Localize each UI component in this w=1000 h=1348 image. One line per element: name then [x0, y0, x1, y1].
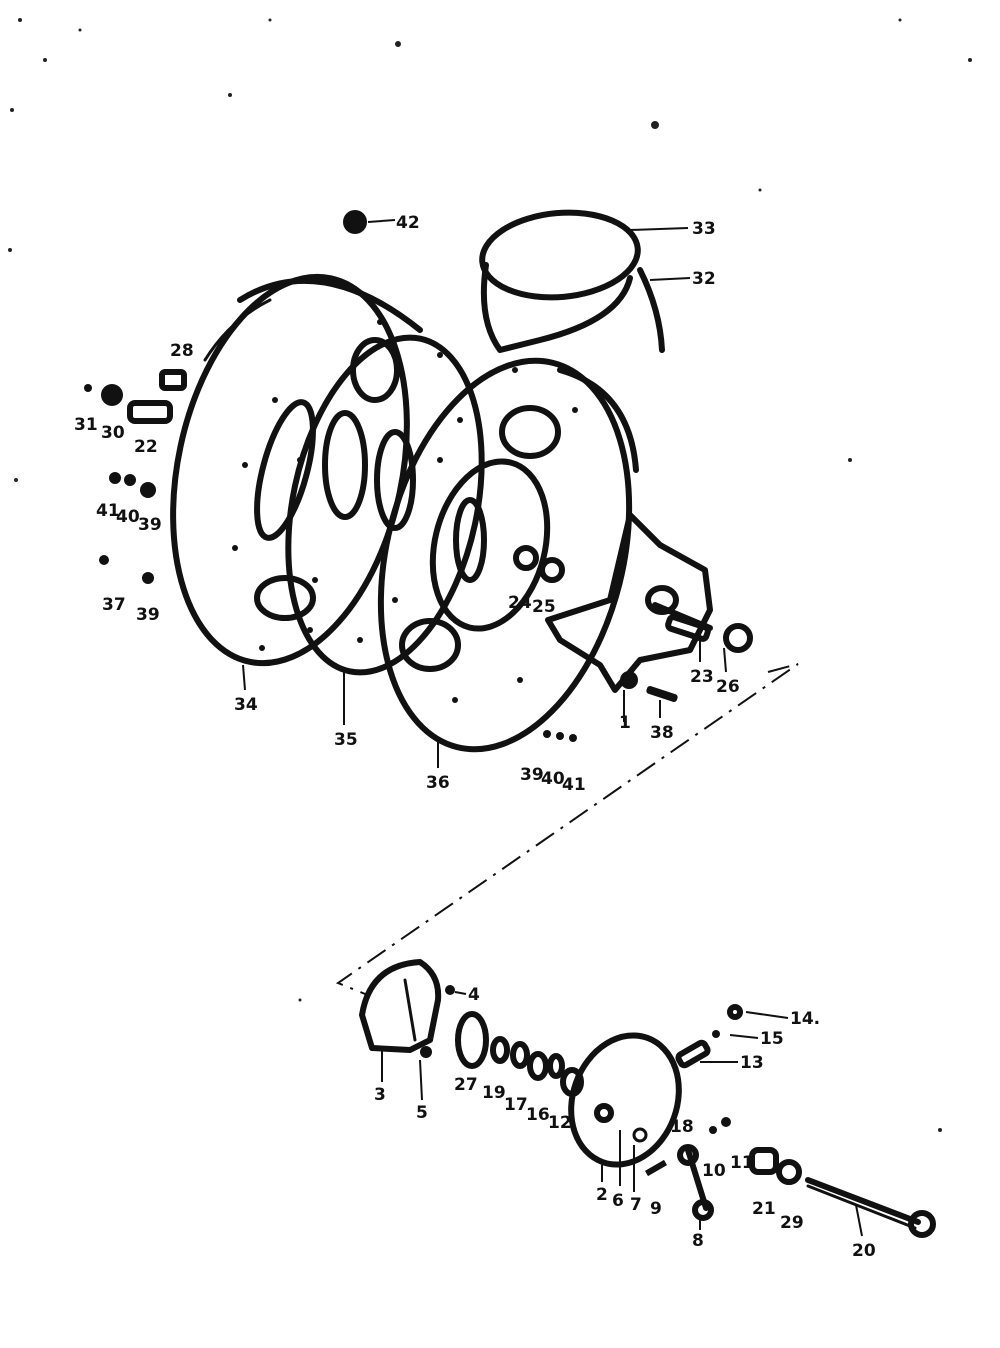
- wheel-drum-34: [170, 273, 423, 667]
- brake-shoe-3: [359, 959, 455, 1058]
- callout-31: 31: [74, 415, 98, 435]
- callout-28: 28: [170, 341, 194, 361]
- callout-20: 20: [852, 1241, 876, 1261]
- callout-39-left-a: 39: [138, 515, 162, 535]
- callout-26: 26: [716, 677, 740, 697]
- callout-22: 22: [134, 437, 158, 457]
- callout-19: 19: [482, 1083, 506, 1103]
- callout-13: 13: [740, 1053, 764, 1073]
- callout-3: 3: [374, 1085, 386, 1105]
- callout-9: 9: [650, 1199, 662, 1219]
- callout-14: 14.: [790, 1009, 820, 1029]
- callout-18: 18: [670, 1117, 694, 1137]
- callout-10: 10: [702, 1161, 726, 1181]
- callout-1: 1: [619, 713, 631, 733]
- sprocket-plate-35: [285, 334, 485, 676]
- callout-24: 24: [508, 593, 532, 613]
- callout-41-left: 41: [96, 501, 120, 521]
- callout-41-right: 41: [562, 775, 586, 795]
- callout-33: 33: [692, 219, 716, 239]
- seal-and-washers: [455, 1011, 584, 1097]
- callout-38: 38: [650, 723, 674, 743]
- brake-panel-2: [568, 1004, 743, 1221]
- callout-34: 34: [234, 695, 258, 715]
- callout-36: 36: [426, 773, 450, 793]
- assembly-dash-line: [335, 663, 799, 997]
- callout-39-left-b: 39: [136, 605, 160, 625]
- callout-6: 6: [612, 1191, 624, 1211]
- callout-37: 37: [102, 595, 126, 615]
- callout-17: 17: [504, 1095, 528, 1115]
- callout-29: 29: [780, 1213, 804, 1233]
- leader-lines: [242, 219, 863, 1237]
- callout-27: 27: [454, 1075, 478, 1095]
- callout-2: 2: [596, 1185, 608, 1205]
- callout-5: 5: [416, 1103, 428, 1123]
- callout-23: 23: [690, 667, 714, 687]
- callout-25: 25: [532, 597, 556, 617]
- callout-8: 8: [692, 1231, 704, 1251]
- callout-42: 42: [396, 213, 420, 233]
- callout-labels: 42 33 32 28 31 30 22 41 40 39 37 39 24 2…: [74, 213, 876, 1261]
- chain-cover-33: [479, 209, 665, 353]
- callout-39-right: 39: [520, 765, 544, 785]
- callout-12: 12: [548, 1113, 572, 1133]
- callout-4: 4: [468, 985, 480, 1005]
- scan-noise: [8, 18, 972, 1132]
- callout-30: 30: [101, 423, 125, 443]
- callout-16: 16: [526, 1105, 550, 1125]
- callout-35: 35: [334, 730, 358, 750]
- axle-bolt-20: [749, 1147, 936, 1238]
- callout-11: 11: [730, 1153, 754, 1173]
- callout-32: 32: [692, 269, 716, 289]
- callout-7: 7: [630, 1195, 642, 1215]
- small-parts-upper: [84, 210, 753, 742]
- callout-15: 15: [760, 1029, 784, 1049]
- callout-21: 21: [752, 1199, 776, 1219]
- callout-40-right: 40: [541, 769, 565, 789]
- brake-plate-36: [377, 357, 639, 753]
- callout-40-left: 40: [116, 507, 140, 527]
